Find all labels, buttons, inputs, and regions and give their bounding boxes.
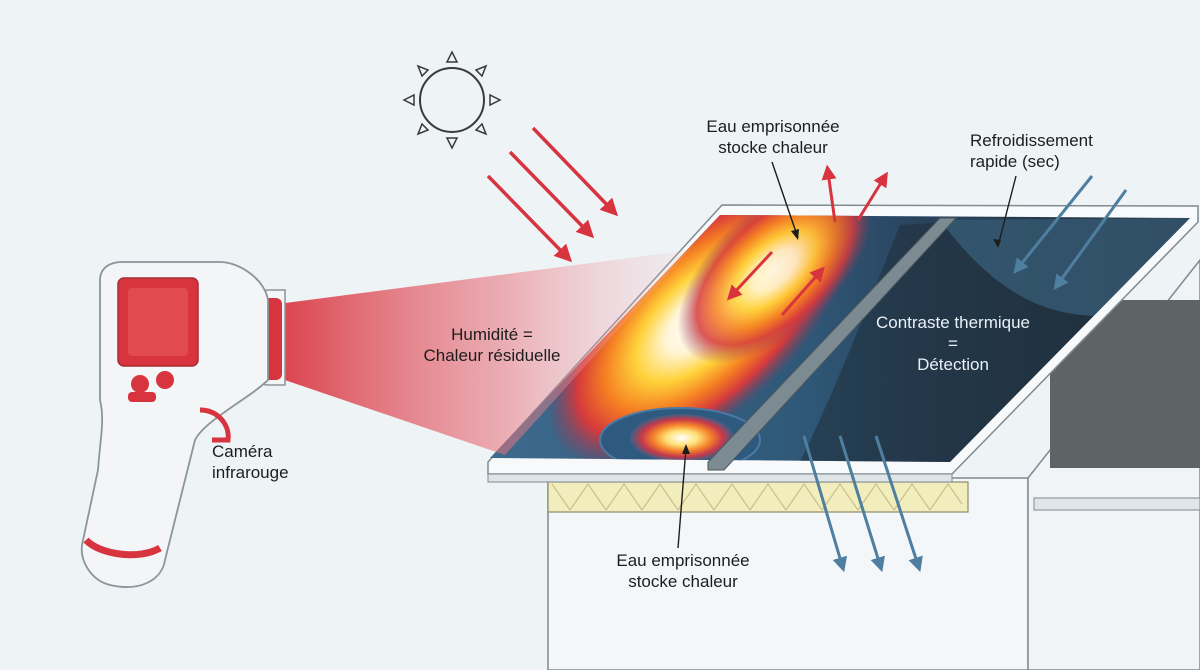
label-contrast: Contraste thermique = Détection	[868, 312, 1038, 375]
label-contrast-line2: =	[948, 334, 958, 353]
label-cooling-line2: rapide (sec)	[970, 152, 1060, 171]
label-camera-line2: infrarouge	[212, 463, 289, 482]
heat-emission-arrows	[726, 164, 888, 316]
solar-arrow-2	[508, 150, 595, 239]
cool-down-arrow-3	[874, 435, 923, 573]
heat-zone-core	[677, 215, 873, 364]
cool-in-arrow-1	[1013, 175, 1094, 274]
leader-lines	[677, 161, 1017, 549]
camera-grip-band	[83, 537, 162, 559]
label-trapped-bottom-line2: stocke chaleur	[628, 572, 738, 591]
label-trapped-top-line1: Eau emprisonnée	[706, 117, 840, 136]
insulation-layer	[547, 481, 969, 513]
camera-button-left	[131, 375, 149, 393]
solar-arrows	[486, 126, 619, 263]
camera-screen-display	[128, 288, 188, 356]
roof-fascia	[487, 473, 953, 483]
label-contrast-line3: Détection	[917, 355, 989, 374]
infrared-beam	[270, 250, 690, 455]
thermal-roof-surface	[490, 215, 1190, 471]
label-cooling: Refroidissement rapide (sec)	[970, 130, 1093, 172]
camera-trigger	[199, 407, 231, 443]
leader-arrowheads	[682, 229, 1001, 454]
label-trapped-bottom: Eau emprisonnée stocke chaleur	[598, 550, 768, 592]
camera-button-center	[156, 371, 174, 389]
label-camera-line1: Caméra	[212, 442, 273, 461]
insulation-fibers	[551, 482, 963, 512]
cooling-arrows	[802, 175, 1128, 573]
leader-cooling	[997, 175, 1017, 247]
solar-arrow-1	[531, 126, 619, 217]
label-trapped-top-line2: stocke chaleur	[718, 138, 828, 157]
leader-trapped-top	[771, 161, 799, 239]
label-contrast-line1: Contraste thermique	[875, 313, 1031, 332]
heat-up-arrow-2	[856, 171, 888, 221]
camera-button-bottom	[128, 392, 156, 402]
heat-spread-arrow-1	[726, 250, 774, 301]
heat-up-arrow-1	[821, 164, 837, 223]
sun-icon	[402, 50, 502, 150]
insulation-block	[547, 481, 969, 513]
label-cooling-line1: Refroidissement	[970, 131, 1093, 150]
leader-trapped-bottom	[677, 447, 687, 549]
label-camera: Caméra infrarouge	[212, 441, 289, 483]
label-humidity-line2: Chaleur résiduelle	[423, 346, 561, 365]
heat-zone-small	[630, 414, 734, 462]
sun-rays	[402, 50, 502, 150]
sun-disc	[419, 67, 485, 133]
window-ledge	[1033, 497, 1200, 511]
label-trapped-bottom-line1: Eau emprisonnée	[616, 551, 750, 570]
solar-arrow-3	[486, 174, 573, 263]
cool-down-arrow-1	[802, 435, 848, 573]
thermal-camera-icon	[80, 261, 286, 588]
heat-spread-arrow-2	[780, 266, 825, 316]
cool-in-arrow-2	[1053, 189, 1128, 291]
cool-down-arrow-2	[838, 435, 885, 573]
label-trapped-top: Eau emprisonnée stocke chaleur	[688, 116, 858, 158]
roof-seam	[707, 217, 958, 471]
label-humidity-line1: Humidité =	[451, 325, 533, 344]
label-humidity: Humidité = Chaleur résiduelle	[412, 324, 572, 366]
